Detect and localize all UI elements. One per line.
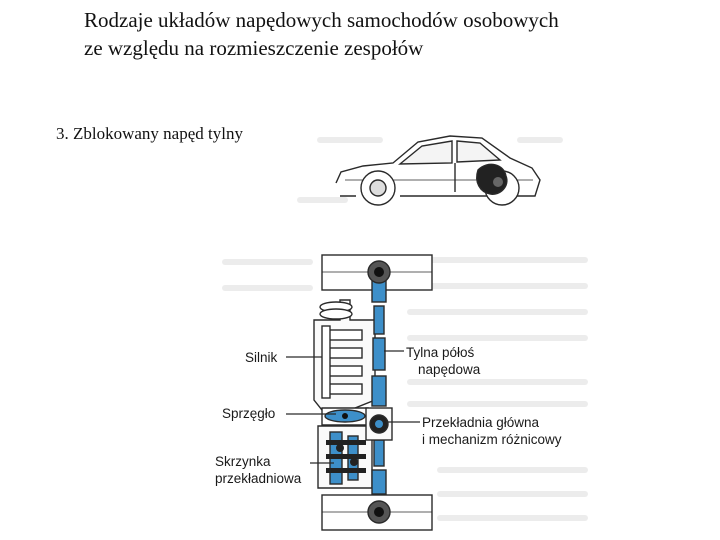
final-drive-differential xyxy=(366,408,392,440)
label-final-drive-line1: Przekładnia główna xyxy=(422,415,540,430)
car-side-view xyxy=(336,136,540,205)
clutch-housing xyxy=(322,408,368,425)
engine-block xyxy=(314,300,375,410)
label-gearbox-line2: przekładniowa xyxy=(215,471,302,486)
label-halfshaft-line2: napędowa xyxy=(418,362,481,377)
gearbox-housing xyxy=(318,426,372,488)
cv-joint-front xyxy=(368,261,390,283)
chassis-top-view xyxy=(314,255,432,530)
cv-joint-rear xyxy=(368,501,390,523)
label-engine: Silnik xyxy=(245,350,278,365)
label-halfshaft-line1: Tylna półoś xyxy=(406,345,475,360)
label-gearbox-line1: Skrzynka xyxy=(215,454,271,469)
label-clutch: Sprzęgło xyxy=(222,406,275,421)
rear-halfshaft xyxy=(372,280,386,494)
label-final-drive-line2: i mechanizm różnicowy xyxy=(422,432,562,447)
